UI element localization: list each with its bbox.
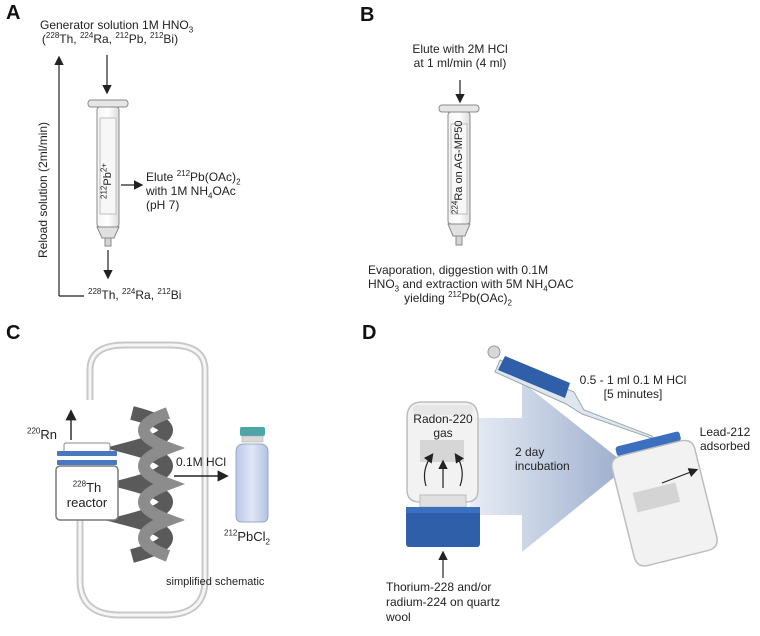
hcl-c-label: 0.1M HCl — [176, 455, 227, 469]
column-a-label: 212Pb2+ — [99, 163, 114, 199]
radon-label: 220Rn — [27, 426, 57, 442]
panel-letter-d: D — [362, 322, 377, 344]
schematic-note: simplified schematic — [166, 576, 265, 588]
waste-isotopes-label: 228Th, 224Ra, 212Bi — [88, 287, 182, 303]
panel-b-graphics — [438, 80, 480, 246]
generator-solution-label: Generator solution 1M HNO3 (228Th, 224Ra… — [40, 18, 194, 46]
evaporation-label: Evaporation, diggestion with 0.1M HNO3 a… — [368, 263, 574, 308]
incubation-arrow — [470, 382, 628, 552]
reactor-label: 228Th reactor — [66, 479, 108, 510]
column-b — [438, 104, 480, 246]
reactor-icon — [55, 442, 119, 521]
source-label: Thorium-228 and/or radium-224 on quartz … — [386, 580, 501, 624]
panel-letter-b: B — [360, 4, 375, 26]
adsorbed-arrow — [661, 468, 699, 484]
panel-a-graphics — [54, 55, 144, 297]
elute-a-label: Elute 212Pb(OAc)2 with 1M NH4OAc (pH 7) — [146, 169, 241, 213]
column-b-label: 224Ra on AG-MP50 — [450, 120, 465, 214]
product-label: 212PbCl2 — [224, 528, 270, 547]
panel-letter-c: C — [6, 322, 21, 344]
panel-letter-a: A — [6, 2, 21, 24]
column-a — [87, 99, 129, 247]
panel-c-graphics — [55, 341, 269, 619]
vial-icon — [235, 427, 269, 523]
reload-solution-label: Reload solution (2ml/min) — [36, 121, 50, 258]
elute-b-label: Elute with 2M HCl at 1 ml/min (4 ml) — [412, 42, 508, 70]
coil-icon — [104, 406, 186, 563]
hcl-d-label: 0.5 - 1 ml 0.1 M HCl[5 minutes] — [579, 373, 687, 401]
panel-d-graphics — [406, 345, 718, 578]
